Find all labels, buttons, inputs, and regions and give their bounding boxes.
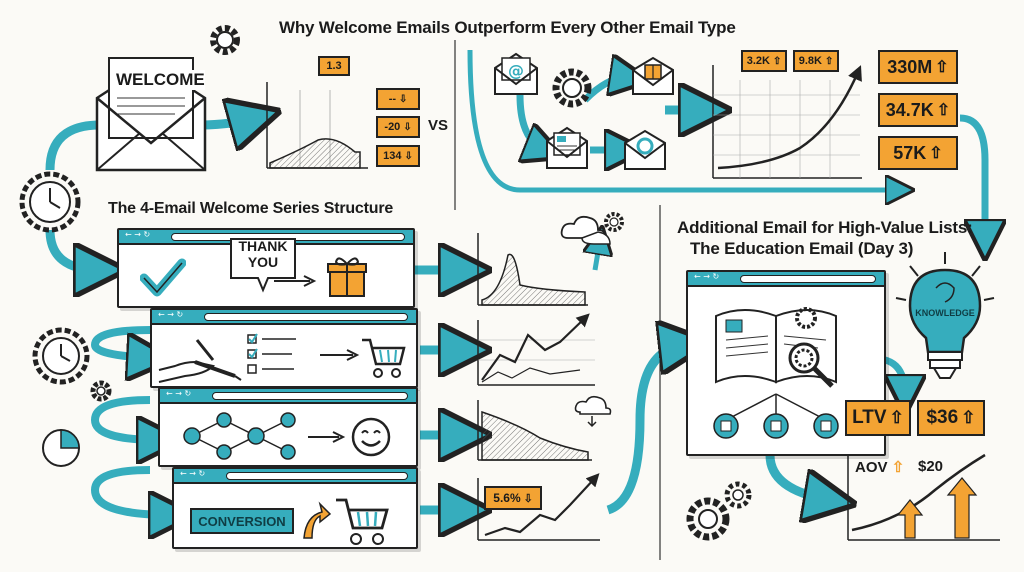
clock-icon-2 bbox=[32, 327, 90, 385]
thank-you-sign-icon bbox=[230, 238, 296, 293]
ltv-badge: LTV⇧ bbox=[845, 400, 911, 436]
arrow-left-loop-3 bbox=[90, 466, 172, 515]
arrow-clock-to-series bbox=[45, 229, 100, 270]
gear-icon bbox=[210, 25, 240, 55]
arrow-left-loop-2 bbox=[90, 396, 160, 440]
chart-series-3 bbox=[477, 400, 592, 461]
network-icon bbox=[183, 412, 296, 460]
welcome-label: WELCOME bbox=[116, 70, 205, 90]
knowledge-label: KNOWLEDGE bbox=[915, 308, 975, 318]
gift-icon bbox=[327, 257, 367, 297]
arrow-right-icon-2 bbox=[320, 349, 360, 361]
shopping-cart-icon bbox=[362, 338, 406, 378]
product-network-icon bbox=[713, 393, 839, 439]
smiley-icon bbox=[351, 417, 391, 457]
chart-series-1 bbox=[477, 233, 588, 306]
arrow-envelope-down bbox=[45, 120, 101, 171]
big-badge-2: 34.7K⇧ bbox=[878, 93, 958, 127]
big-badge-3: 57K⇧ bbox=[878, 136, 958, 170]
small-badge-2: 9.8K⇧ bbox=[793, 50, 839, 72]
aov-label: AOV ⇧ bbox=[855, 459, 905, 476]
chart-series-2 bbox=[477, 313, 595, 386]
stat-badge-3: 134⇩ bbox=[376, 145, 420, 167]
email-at-icon: @ bbox=[494, 52, 538, 95]
arrow-to-ltv bbox=[883, 356, 905, 395]
chart-aov bbox=[847, 453, 1000, 541]
shopping-cart-icon-2 bbox=[336, 498, 389, 545]
rate-badge: 5.6%⇩ bbox=[484, 486, 542, 510]
cloud-icon bbox=[574, 395, 612, 428]
arrow-bottom-loop bbox=[467, 49, 900, 190]
gears-icon bbox=[686, 481, 752, 541]
arrow-to-education bbox=[606, 345, 685, 515]
checklist-icon bbox=[247, 333, 296, 374]
badge-1-3: 1.3 bbox=[318, 56, 350, 76]
lightbulb-icon bbox=[895, 252, 995, 379]
cloud-gear-icon bbox=[560, 212, 624, 245]
welcome-envelope-icon bbox=[95, 57, 207, 172]
email-refresh-icon bbox=[624, 129, 666, 170]
email-newsletter-icon bbox=[546, 126, 588, 169]
clock-icon bbox=[19, 171, 81, 233]
arrow-email-flow-2 bbox=[582, 78, 630, 103]
orange-arrow-up-icon bbox=[303, 501, 332, 539]
checkmark-icon bbox=[140, 258, 186, 297]
arrow-envelope-to-chart bbox=[199, 118, 255, 125]
big-badge-1: 330M⇧ bbox=[878, 50, 958, 84]
email-gift-icon bbox=[632, 56, 674, 95]
open-book-magnifier-icon bbox=[715, 307, 837, 388]
conversion-label: CONVERSION bbox=[190, 508, 294, 534]
stat-badge-1: --⇩ bbox=[376, 88, 420, 110]
education-title-line2: The Education Email (Day 3) bbox=[690, 239, 914, 258]
education-title-line1: Additional Email for High-Value Lists: bbox=[677, 218, 973, 237]
stat-badge-2: -20⇩ bbox=[376, 116, 420, 138]
chart-welcome-curve bbox=[266, 82, 368, 169]
vs-label: VS bbox=[428, 117, 449, 134]
hand-pen-icon bbox=[158, 339, 242, 383]
arrow-email-flow-1 bbox=[516, 94, 545, 150]
arrow-right-icon bbox=[274, 275, 317, 287]
aov-value: $20 bbox=[918, 458, 944, 475]
ltv-value-badge: $36⇧ bbox=[917, 400, 985, 436]
arrow-right-icon-3 bbox=[308, 431, 346, 443]
main-title: Why Welcome Emails Outperform Every Othe… bbox=[279, 18, 736, 37]
chart-series-4 bbox=[477, 473, 600, 541]
small-gear-icon bbox=[90, 380, 112, 402]
series-title: The 4-Email Welcome Series Structure bbox=[108, 200, 394, 217]
thank-you-label: THANK YOU bbox=[238, 238, 288, 270]
arrow-left-loop-1 bbox=[90, 326, 150, 358]
svg-text:@: @ bbox=[508, 61, 524, 80]
small-badge-1: 3.2K⇧ bbox=[741, 50, 787, 72]
pie-chart-icon bbox=[42, 429, 80, 467]
arrow-right-down bbox=[959, 114, 985, 240]
arrow-to-aov-chart bbox=[765, 454, 830, 500]
arrow-cloud-up bbox=[595, 240, 600, 271]
gear-icon-flow bbox=[552, 68, 592, 108]
chart-growth-top bbox=[712, 65, 862, 179]
